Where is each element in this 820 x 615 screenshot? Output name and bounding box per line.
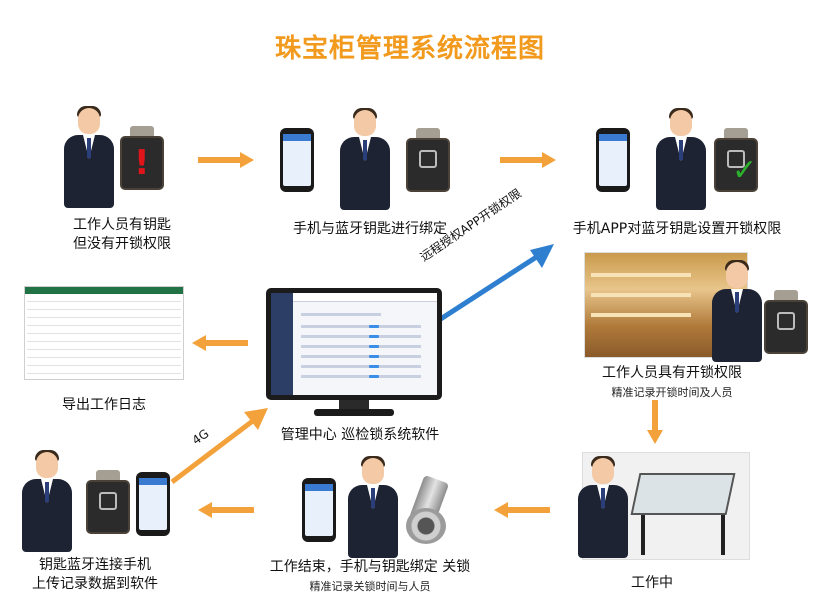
- monitor-base: [314, 409, 394, 416]
- staff-figure: [650, 108, 714, 210]
- bluetooth-key-device: [764, 290, 808, 354]
- export-caption: 导出工作日志: [62, 397, 146, 413]
- staff-figure: [342, 456, 406, 558]
- step1-line1: 工作人员有钥匙: [73, 217, 171, 233]
- step1-line2: 但没有开锁权限: [73, 236, 171, 252]
- step7-line1: 钥匙蓝牙连接手机: [39, 557, 151, 573]
- excel-log-sheet: [24, 286, 184, 380]
- remote-auth-arrow: [434, 244, 554, 325]
- step1-caption: 工作人员有钥匙 但没有开锁权限: [42, 216, 202, 254]
- smartphone: [136, 472, 170, 536]
- step3-caption: 手机APP对蓝牙钥匙设置开锁权限: [572, 221, 782, 237]
- step7-line2: 上传记录数据到软件: [32, 576, 158, 592]
- smartphone: [596, 128, 630, 192]
- cylinder-lock: [404, 474, 454, 544]
- step2-caption: 手机与蓝牙钥匙进行绑定: [293, 221, 447, 237]
- management-monitor: [266, 288, 442, 400]
- bluetooth-key-device: ✓: [714, 128, 758, 192]
- bluetooth-key-device: [406, 128, 450, 192]
- step5-caption: 工作中: [631, 575, 673, 591]
- staff-figure: [16, 450, 80, 552]
- step4-note: 精准记录开锁时间及人员: [611, 386, 733, 399]
- flow-arrow-right: [198, 152, 254, 168]
- flow-arrow-left: [198, 502, 254, 518]
- staff-figure: [58, 106, 122, 208]
- flow-arrow-left: [192, 335, 248, 351]
- flow-arrow-left: [494, 502, 550, 518]
- step4-caption: 工作人员具有开锁权限: [602, 365, 742, 381]
- center-caption: 管理中心 巡检锁系统软件: [280, 427, 440, 443]
- staff-figure: [706, 260, 770, 362]
- step6-note: 精准记录关锁时间与人员: [309, 580, 431, 593]
- monitor-stand: [339, 400, 369, 410]
- bluetooth-key-device: [86, 470, 130, 534]
- warning-icon: !: [134, 143, 150, 183]
- flow-arrow-right: [500, 152, 556, 168]
- check-icon: ✓: [732, 153, 758, 188]
- flow-arrow-down: [647, 400, 663, 444]
- staff-figure: [572, 456, 636, 558]
- staff-figure: [334, 108, 398, 210]
- smartphone: [280, 128, 314, 192]
- page-title: 珠宝柜管理系统流程图: [274, 34, 545, 64]
- upload-4g-arrow: [170, 408, 268, 484]
- step6-caption: 工作结束，手机与钥匙绑定 关锁: [269, 559, 471, 575]
- step7-caption: 钥匙蓝牙连接手机 上传记录数据到软件: [10, 556, 180, 594]
- bluetooth-key-device: !: [120, 126, 164, 190]
- smartphone: [302, 478, 336, 542]
